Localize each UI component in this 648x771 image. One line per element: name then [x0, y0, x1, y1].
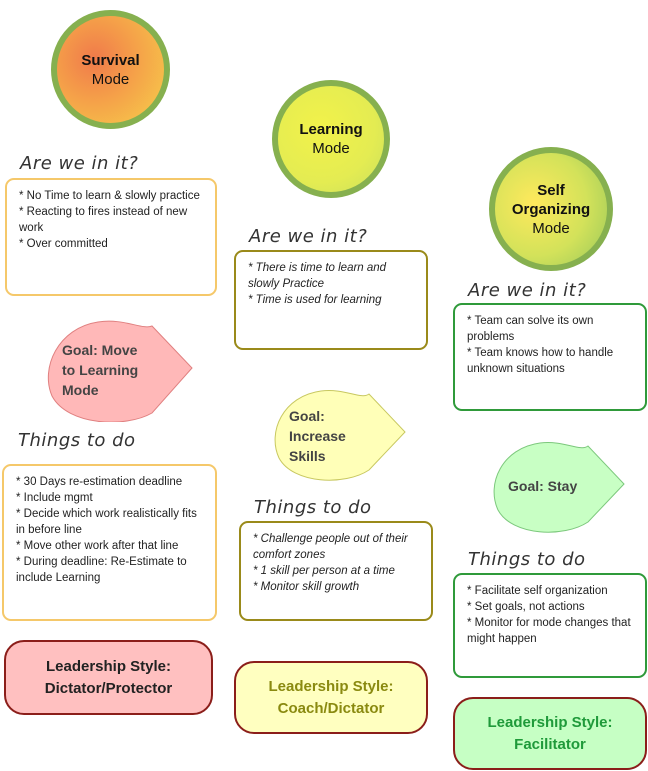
goal-drop-icon	[274, 390, 406, 481]
list-item: * Monitor for mode changes that might ha…	[467, 617, 631, 645]
list-item: * Reacting to fires instead of new work	[19, 206, 188, 234]
self-organizing-in-it-heading: Are we in it?	[468, 280, 587, 301]
goal-line: to Learning	[62, 362, 139, 378]
survival-leadership-box: Leadership Style: Dictator/Protector	[4, 640, 213, 715]
list-item: * Monitor skill growth	[253, 581, 360, 593]
list-item: * During deadline: Re-Estimate to includ…	[16, 556, 187, 584]
goal-line: Skills	[289, 448, 326, 464]
goal-line: Goal: Move	[62, 342, 138, 358]
learning-goal-shape: Goal: Increase Skills	[273, 388, 407, 482]
self-organizing-mode-circle: Self Organizing Mode	[489, 147, 613, 271]
learning-in-it-heading: Are we in it?	[249, 226, 368, 247]
list-item: * 1 skill per person at a time	[253, 565, 395, 577]
survival-goal-shape: Goal: Move to Learning Mode	[46, 318, 194, 423]
survival-mode-circle: Survival Mode	[51, 10, 170, 129]
survival-mode-title: Survival	[81, 51, 140, 69]
self-organizing-todo-box: * Facilitate self organization * Set goa…	[453, 573, 647, 678]
survival-goal-label: Goal: Move to Learning Mode	[62, 340, 138, 400]
goal-line: Increase	[289, 428, 346, 444]
self-organizing-mode-title-1: Self	[537, 181, 565, 199]
self-organizing-goal-label: Goal: Stay	[508, 476, 577, 496]
learning-mode-circle: Learning Mode	[272, 80, 390, 198]
self-organizing-mode-title-2: Organizing	[511, 200, 591, 218]
survival-in-it-box: * No Time to learn & slowly practice * R…	[5, 178, 217, 296]
self-organizing-goal-shape: Goal: Stay	[492, 440, 626, 534]
learning-todo-box: * Challenge people out of their comfort …	[239, 521, 433, 621]
survival-mode-sub: Mode	[91, 70, 130, 88]
goal-line: Mode	[62, 382, 99, 398]
list-item: * Include mgmt	[16, 492, 93, 504]
learning-mode-title: Learning	[299, 121, 363, 138]
list-item: * Set goals, not actions	[467, 601, 585, 613]
goal-drop-icon	[493, 442, 625, 533]
learning-mode-sub: Mode	[312, 140, 350, 157]
list-item: * No Time to learn & slowly practice	[19, 190, 200, 202]
list-item: * Team can solve its own problems	[467, 315, 594, 343]
list-item: * 30 Days re-estimation deadline	[16, 476, 183, 488]
leadership-style: Dictator/Protector	[44, 679, 173, 697]
self-organizing-mode-sub: Mode	[532, 219, 570, 237]
leadership-label: Leadership Style:	[45, 657, 172, 675]
list-item: * Move other work after that line	[16, 540, 179, 552]
list-item: * There is time to learn and slowly Prac…	[248, 262, 387, 290]
list-item: * Team knows how to handle unknown situa…	[467, 347, 614, 375]
list-item: * Challenge people out of their comfort …	[253, 533, 408, 561]
list-item: * Time is used for learning	[248, 294, 382, 306]
leadership-style: Coach/Dictator	[277, 699, 385, 717]
survival-todo-box: * 30 Days re-estimation deadline * Inclu…	[2, 464, 217, 621]
learning-goal-label: Goal: Increase Skills	[289, 406, 346, 466]
goal-line: Goal: Stay	[508, 478, 578, 494]
learning-todo-heading: Things to do	[254, 497, 372, 518]
goal-line: Goal:	[289, 408, 325, 424]
learning-leadership-box: Leadership Style: Coach/Dictator	[234, 661, 428, 734]
list-item: * Facilitate self organization	[467, 585, 608, 597]
leadership-label: Leadership Style:	[268, 677, 394, 695]
list-item: * Decide which work realistically fits i…	[16, 508, 197, 536]
learning-in-it-box: * There is time to learn and slowly Prac…	[234, 250, 428, 350]
survival-in-it-heading: Are we in it?	[20, 153, 139, 174]
self-organizing-todo-heading: Things to do	[468, 549, 586, 570]
leadership-label: Leadership Style:	[487, 713, 613, 731]
list-item: * Over committed	[19, 238, 108, 250]
self-organizing-in-it-box: * Team can solve its own problems * Team…	[453, 303, 647, 411]
leadership-style: Facilitator	[514, 735, 586, 753]
self-organizing-leadership-box: Leadership Style: Facilitator	[453, 697, 647, 770]
survival-todo-heading: Things to do	[18, 430, 136, 451]
